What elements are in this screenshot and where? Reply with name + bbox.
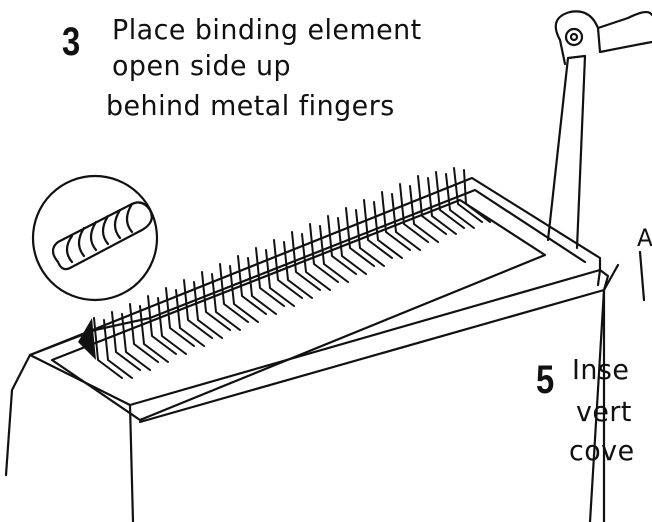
step-3-line-1: Place binding element (112, 13, 422, 46)
step-5-number: 5 (536, 358, 555, 402)
machine-base-outline (4, 268, 610, 522)
lever-handle (546, 10, 652, 250)
step-5-line-3: cove (569, 434, 635, 467)
binding-element-inset (31, 174, 159, 302)
machine-top-face (28, 176, 602, 357)
partial-caption-glyph: A (637, 224, 652, 252)
step-3-number: 3 (62, 20, 81, 64)
comb-shadow (78, 318, 96, 360)
machine-right-side (588, 268, 606, 522)
step-3-line-2: open side up (112, 49, 292, 82)
metal-fingers (93, 167, 491, 379)
step-3-line-3: behind metal fingers (106, 89, 395, 122)
finger-tray (50, 198, 547, 422)
